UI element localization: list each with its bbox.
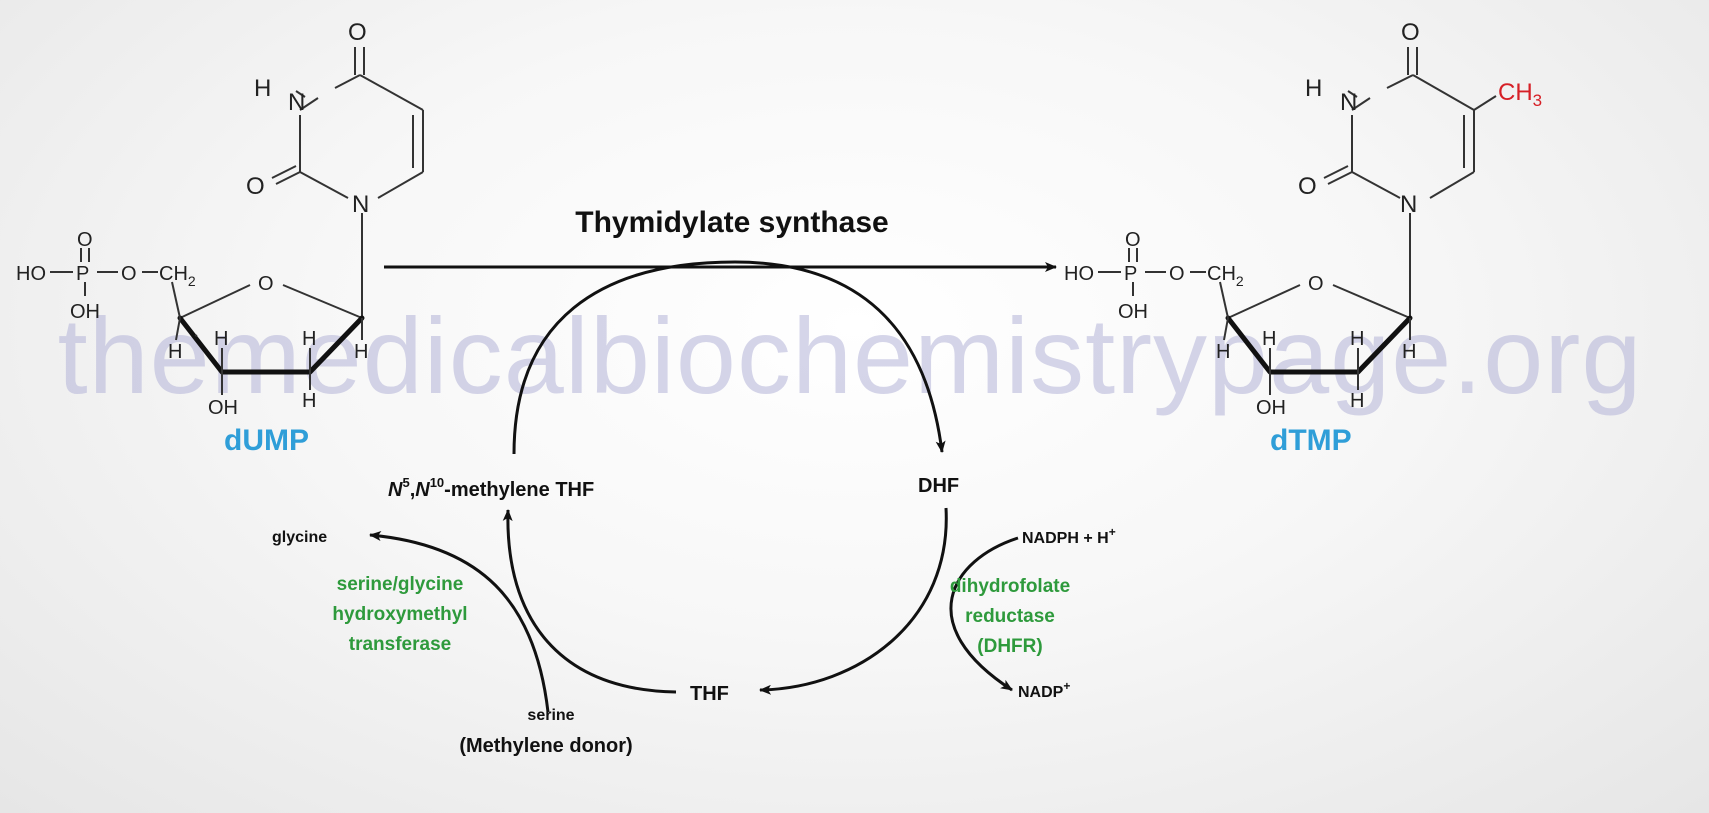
dtmp-atom-o-ring: O [1308, 273, 1324, 295]
dump-phosphate-bonds [50, 248, 158, 296]
dhfr-enzyme-label: dihydrofolate reductase (DHFR) [950, 576, 1070, 657]
nadp-label: NADP+ [1018, 679, 1070, 701]
dtmp-atom-oh-3: OH [1256, 397, 1286, 419]
dtmp-atom-ho: HO [1064, 263, 1094, 285]
arc-serine-to-glycine [369, 531, 550, 713]
dump-atom-h1: H [168, 341, 182, 363]
dump-molecule: O H N O N HO P O O CH2 OH O H H H H H OH… [16, 19, 424, 457]
dtmp-atom-h4: H [1402, 341, 1416, 363]
dump-atom-o-bridge: O [121, 263, 137, 285]
dtmp-atom-h: H [1305, 75, 1322, 102]
dump-atom-ho: HO [16, 263, 46, 285]
shmt-enzyme-label: serine/glycine hydroxymethyl transferase [332, 574, 467, 655]
dump-ring-bonds [271, 47, 424, 318]
dtmp-atom-o-bridge: O [1169, 263, 1185, 285]
arc-dhf-to-thf [759, 507, 948, 695]
watermark: themedicalbiochemistrypage.org [58, 295, 1643, 416]
shmt-line-2: hydroxymethyl [332, 604, 467, 625]
dump-atom-h: H [254, 75, 271, 102]
dtmp-methyl-group: CH3 [1498, 79, 1542, 110]
methylene-thf-label: N5,N10-methylene THF [388, 475, 594, 501]
dump-atom-oh-p: OH [70, 301, 100, 323]
dtmp-atom-n1: N [1400, 191, 1417, 218]
folate-cycle [369, 260, 1019, 713]
dump-atom-h2: H [214, 328, 228, 350]
dump-atom-o-p: O [77, 229, 93, 251]
dtmp-atom-o-p: O [1125, 229, 1141, 251]
arc-nadph-to-nadp [949, 536, 1019, 692]
dtmp-molecule: O H N O N CH3 HO P O O CH2 OH O H H H H … [1064, 19, 1542, 457]
dump-atom-o-top: O [348, 19, 367, 46]
dhf-label: DHF [918, 475, 959, 497]
dtmp-atom-ch2: CH2 [1207, 263, 1244, 289]
nadph-label: NADPH + H+ [1022, 525, 1116, 547]
arc-thf-to-methylene-thf [502, 509, 677, 694]
dtmp-ring-bonds [1323, 47, 1497, 318]
dhfr-line-3: (DHFR) [977, 636, 1042, 657]
shmt-line-1: serine/glycine [337, 574, 464, 595]
dump-atom-ch2: CH2 [159, 263, 196, 289]
serine-label: serine [527, 707, 574, 724]
dhfr-line-2: reductase [965, 606, 1055, 627]
thf-label: THF [690, 683, 729, 705]
dtmp-phosphate-bonds [1098, 248, 1206, 296]
dhfr-line-1: dihydrofolate [950, 576, 1070, 597]
dump-sugar-bonds [171, 281, 365, 395]
dtmp-atom-o-left: O [1298, 173, 1317, 200]
dtmp-atom-h5: H [1350, 390, 1364, 412]
dtmp-atom-h1: H [1216, 341, 1230, 363]
arc-methylene-thf-to-dhf [512, 260, 946, 455]
dtmp-atom-n3: N [1340, 89, 1357, 116]
dump-atom-n1: N [352, 191, 369, 218]
glycine-label: glycine [272, 529, 327, 546]
dump-atom-h5: H [302, 390, 316, 412]
dtmp-label: dTMP [1270, 424, 1352, 457]
dump-atom-o-left: O [246, 173, 265, 200]
dump-atom-oh-3: OH [208, 397, 238, 419]
enzyme-title: Thymidylate synthase [575, 206, 888, 239]
dtmp-atom-o-top: O [1401, 19, 1420, 46]
dtmp-atom-oh-p: OH [1118, 301, 1148, 323]
dump-atom-h3: H [302, 328, 316, 350]
dtmp-sugar-bonds [1219, 281, 1413, 395]
shmt-line-3: transferase [349, 634, 451, 655]
dump-atom-p: P [76, 263, 89, 285]
dump-atom-o-ring: O [258, 273, 274, 295]
dump-atom-h4: H [354, 341, 368, 363]
dump-atom-n3: N [288, 89, 305, 116]
dtmp-atom-h2: H [1262, 328, 1276, 350]
dtmp-atom-p: P [1124, 263, 1137, 285]
dump-label: dUMP [224, 424, 309, 457]
dtmp-atom-h3: H [1350, 328, 1364, 350]
methylene-donor-label: (Methylene donor) [459, 735, 632, 757]
